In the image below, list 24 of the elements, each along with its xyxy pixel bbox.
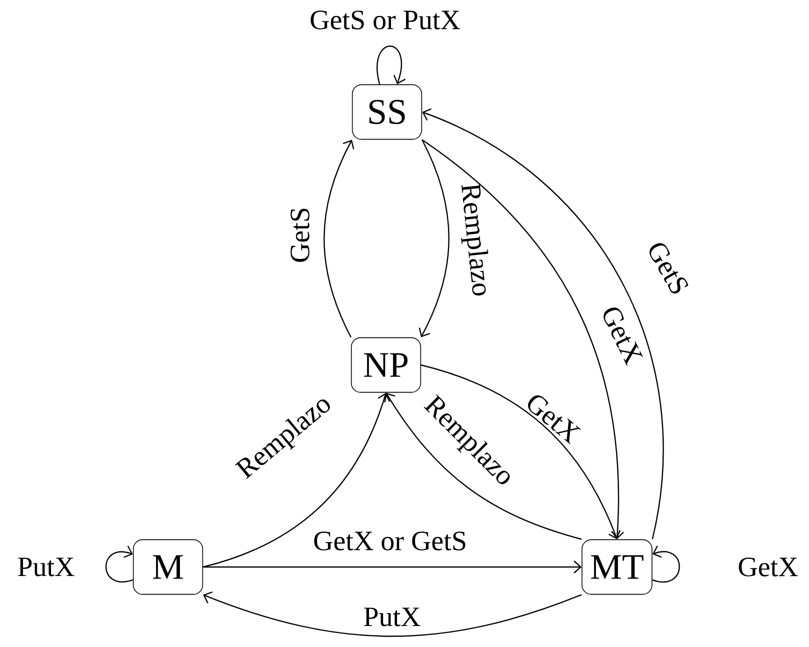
state-box: MT	[582, 539, 652, 595]
loop-arrow	[376, 46, 406, 84]
state-box: NP	[350, 337, 422, 393]
arrow	[203, 591, 582, 637]
arrow	[422, 108, 664, 540]
edge-label: GetX	[604, 307, 643, 366]
arrow	[324, 140, 354, 338]
edge-label: GetS	[290, 208, 310, 262]
arrow	[384, 392, 582, 540]
edge-label: GetS or PutX	[310, 10, 460, 30]
arrow	[420, 364, 621, 540]
edge-label: Remplazo	[461, 183, 488, 296]
edge-label: PutX	[364, 608, 420, 626]
arrow	[422, 139, 624, 540]
arrow	[203, 560, 582, 574]
edge-label: GetX or GetS	[314, 532, 466, 550]
arrow	[202, 392, 390, 568]
state-box: SS	[352, 84, 422, 140]
edge-label: PutX	[18, 558, 74, 576]
arrow	[418, 139, 450, 338]
state-box: M	[132, 539, 204, 595]
loop-arrow	[105, 546, 134, 582]
edge-label: GetX	[738, 558, 798, 576]
loop-arrow	[652, 546, 680, 582]
